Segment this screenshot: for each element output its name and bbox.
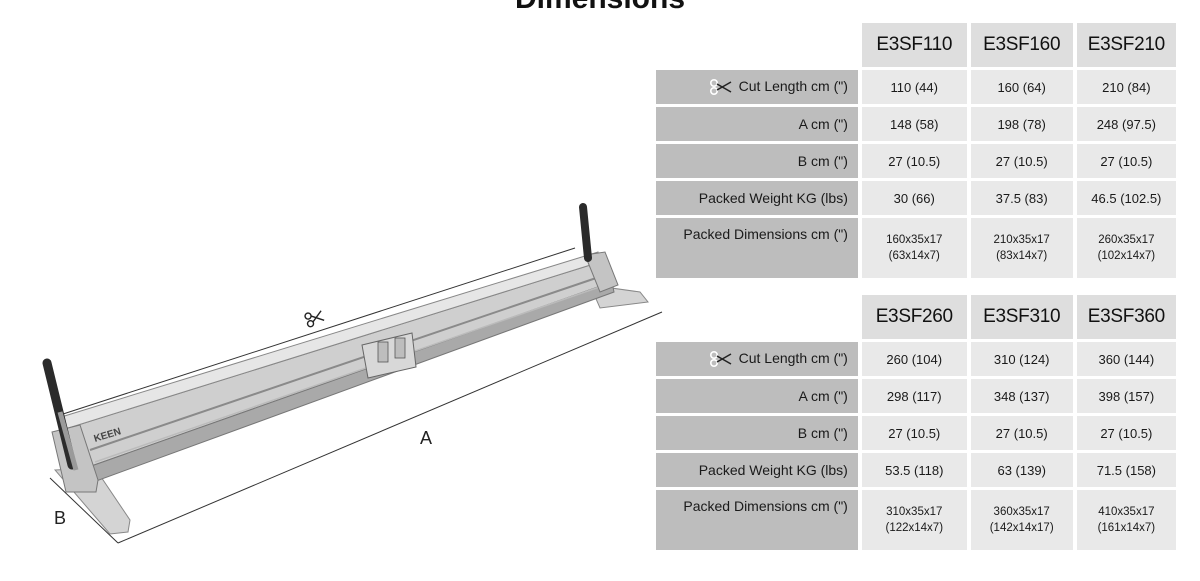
cut-length-value: 110 (44) <box>861 70 967 104</box>
dimensions-value: 260x35x17 (102x14x7) <box>1076 218 1176 278</box>
spec-table-1: E3SF110 E3SF160 E3SF210 Cut Length cm ("… <box>652 20 1180 281</box>
dimensions-value: 160x35x17 (63x14x7) <box>861 218 967 278</box>
a-value: 298 (117) <box>861 379 967 413</box>
a-value: 248 (97.5) <box>1076 107 1176 141</box>
b-value: 27 (10.5) <box>861 144 967 178</box>
scissors-icon <box>304 310 325 328</box>
table-row: A cm (") 298 (117) 348 (137) 398 (157) <box>656 379 1176 413</box>
table-header-row: E3SF260 E3SF310 E3SF360 <box>656 295 1176 339</box>
table-row: Packed Dimensions cm (") 310x35x17 (122x… <box>656 490 1176 550</box>
row-label-b: B cm (") <box>656 416 858 450</box>
table-row: Packed Weight KG (lbs) 53.5 (118) 63 (13… <box>656 453 1176 487</box>
row-label-a: A cm (") <box>656 107 858 141</box>
a-value: 198 (78) <box>970 107 1073 141</box>
header-blank <box>656 295 858 339</box>
header-blank <box>656 23 858 67</box>
row-label-weight: Packed Weight KG (lbs) <box>656 453 858 487</box>
dimensions-value: 360x35x17 (142x14x17) <box>970 490 1073 550</box>
dimensions-value: 410x35x17 (161x14x7) <box>1076 490 1176 550</box>
scissors-icon <box>709 79 732 96</box>
cut-length-value: 310 (124) <box>970 342 1073 376</box>
weight-value: 71.5 (158) <box>1076 453 1176 487</box>
model-header: E3SF360 <box>1076 295 1176 339</box>
table-row: Cut Length cm (") 110 (44) 160 (64) 210 … <box>656 70 1176 104</box>
row-label-b: B cm (") <box>656 144 858 178</box>
shear-illustration: KEEN A B <box>42 203 663 544</box>
table-row: A cm (") 148 (58) 198 (78) 248 (97.5) <box>656 107 1176 141</box>
a-value: 348 (137) <box>970 379 1073 413</box>
table-row: Packed Weight KG (lbs) 30 (66) 37.5 (83)… <box>656 181 1176 215</box>
cut-length-value: 160 (64) <box>970 70 1073 104</box>
model-header: E3SF260 <box>861 295 967 339</box>
dimensions-value: 210x35x17 (83x14x7) <box>970 218 1073 278</box>
row-label-weight: Packed Weight KG (lbs) <box>656 181 858 215</box>
a-value: 148 (58) <box>861 107 967 141</box>
weight-value: 30 (66) <box>861 181 967 215</box>
table-row: Cut Length cm (") 260 (104) 310 (124) 36… <box>656 342 1176 376</box>
model-header: E3SF160 <box>970 23 1073 67</box>
spec-table-2: E3SF260 E3SF310 E3SF360 Cut Length cm ("… <box>652 292 1180 553</box>
row-label-cut-length: Cut Length cm (") <box>656 342 858 376</box>
b-value: 27 (10.5) <box>970 144 1073 178</box>
row-label-a: A cm (") <box>656 379 858 413</box>
dimension-a-label: A <box>420 428 432 448</box>
cut-length-value: 210 (84) <box>1076 70 1176 104</box>
row-label-dimensions: Packed Dimensions cm (") <box>656 490 858 550</box>
row-label-dimensions: Packed Dimensions cm (") <box>656 218 858 278</box>
b-value: 27 (10.5) <box>861 416 967 450</box>
weight-value: 46.5 (102.5) <box>1076 181 1176 215</box>
model-header: E3SF310 <box>970 295 1073 339</box>
dimensions-value: 310x35x17 (122x14x7) <box>861 490 967 550</box>
scissors-icon <box>709 351 731 368</box>
table-row: B cm (") 27 (10.5) 27 (10.5) 27 (10.5) <box>656 416 1176 450</box>
b-value: 27 (10.5) <box>970 416 1073 450</box>
table-header-row: E3SF110 E3SF160 E3SF210 <box>656 23 1176 67</box>
a-value: 398 (157) <box>1076 379 1176 413</box>
table-row: Packed Dimensions cm (") 160x35x17 (63x1… <box>656 218 1176 278</box>
table-row: B cm (") 27 (10.5) 27 (10.5) 27 (10.5) <box>656 144 1176 178</box>
page-title: Dimensions <box>0 0 1200 16</box>
dimension-b-label: B <box>54 508 66 528</box>
row-label-cut-length: Cut Length cm (") <box>656 70 858 104</box>
b-value: 27 (10.5) <box>1076 144 1176 178</box>
weight-value: 53.5 (118) <box>861 453 967 487</box>
model-header: E3SF210 <box>1076 23 1176 67</box>
weight-value: 63 (139) <box>970 453 1073 487</box>
cut-length-value: 360 (144) <box>1076 342 1176 376</box>
b-value: 27 (10.5) <box>1076 416 1176 450</box>
cut-length-value: 260 (104) <box>861 342 967 376</box>
weight-value: 37.5 (83) <box>970 181 1073 215</box>
model-header: E3SF110 <box>861 23 967 67</box>
